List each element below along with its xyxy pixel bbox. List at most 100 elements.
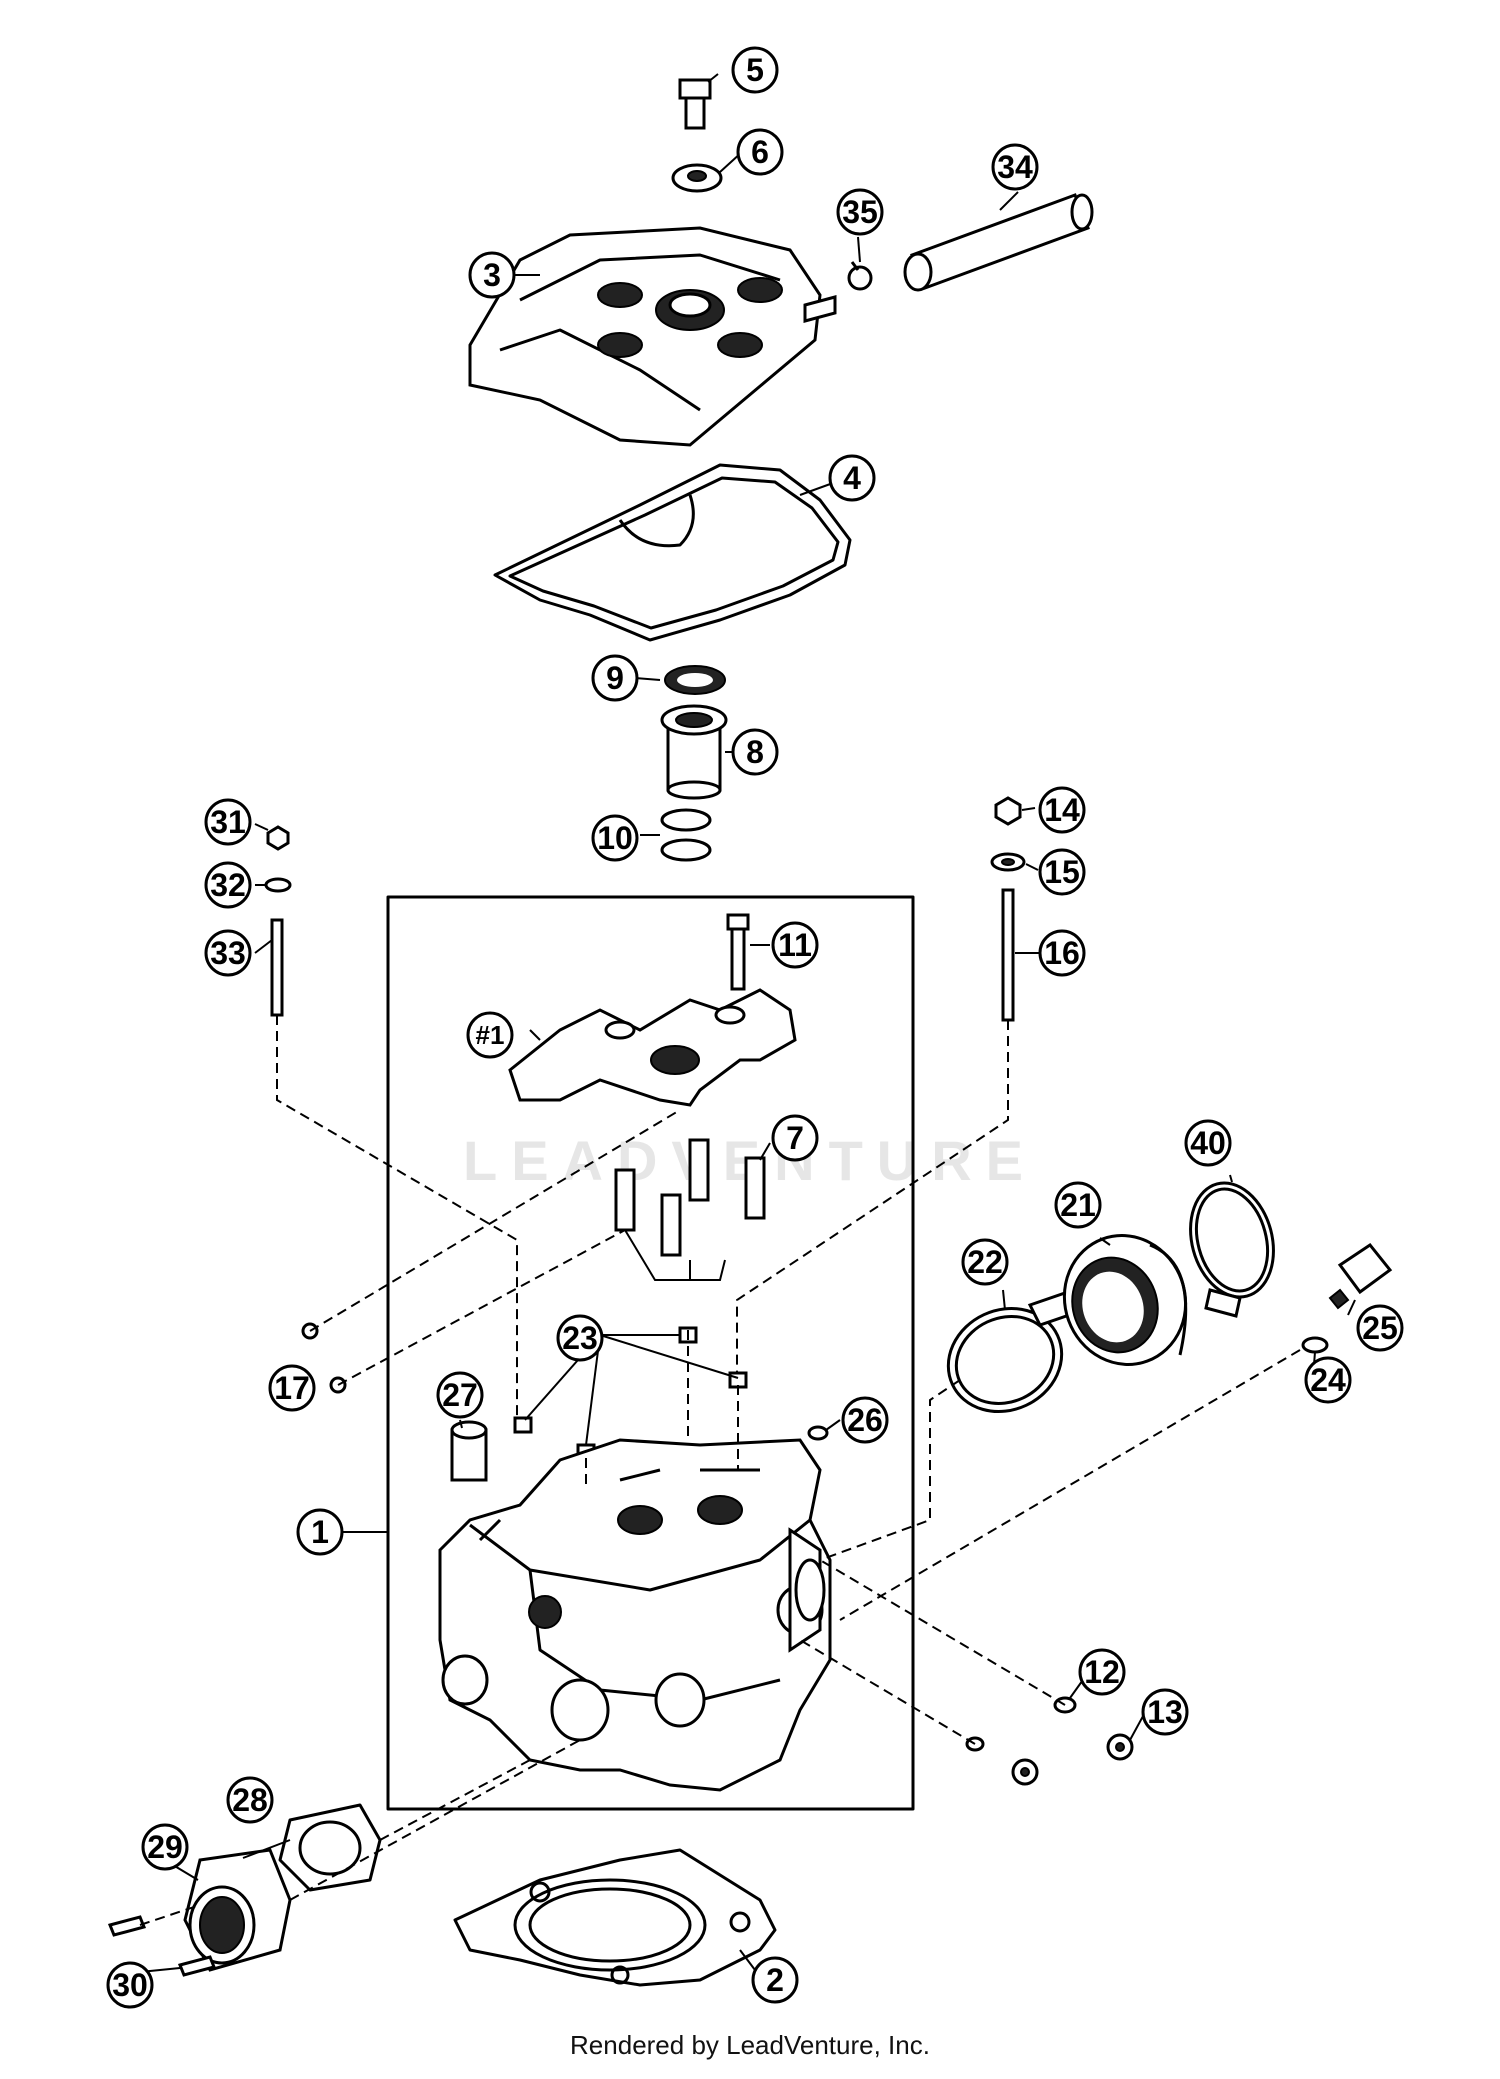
- svg-text:26: 26: [847, 1402, 883, 1438]
- callout-14: 14: [1038, 786, 1086, 834]
- svg-text:#1: #1: [476, 1020, 505, 1050]
- svg-text:23: 23: [562, 1320, 598, 1356]
- part-30-bolts[interactable]: [107, 1915, 217, 1977]
- part-22-hose-clamp[interactable]: [931, 1290, 1078, 1430]
- callout-5: 5: [731, 46, 779, 94]
- callout-hash1: #1: [466, 1011, 514, 1059]
- callout-17: 17: [268, 1364, 316, 1412]
- part-28-exhaust-gasket[interactable]: [278, 1803, 382, 1892]
- svg-text:40: 40: [1190, 1125, 1226, 1161]
- part-14-nut[interactable]: [994, 796, 1022, 826]
- svg-text:33: 33: [210, 935, 246, 971]
- svg-text:28: 28: [232, 1782, 268, 1818]
- svg-text:22: 22: [967, 1244, 1003, 1280]
- part-29-exhaust-flange[interactable]: [183, 1848, 292, 1972]
- svg-text:32: 32: [210, 867, 246, 903]
- part-5-bolt[interactable]: [678, 78, 712, 130]
- svg-text:31: 31: [210, 804, 246, 840]
- callout-21: 21: [1054, 1181, 1102, 1229]
- callout-3: 3: [468, 251, 516, 299]
- svg-text:13: 13: [1147, 1694, 1183, 1730]
- part-32-washer[interactable]: [264, 877, 292, 893]
- callout-12: 12: [1078, 1648, 1126, 1696]
- part-1-cylinder-head[interactable]: [438, 1438, 832, 1792]
- svg-text:29: 29: [147, 1829, 183, 1865]
- svg-text:25: 25: [1362, 1310, 1398, 1346]
- part-24-washer[interactable]: [1301, 1336, 1329, 1354]
- callout-22: 22: [961, 1238, 1009, 1286]
- callout-11: 11: [771, 921, 819, 969]
- svg-text:17: 17: [274, 1370, 310, 1406]
- callout-32: 32: [204, 861, 252, 909]
- cylinder-head-group-box: [386, 895, 915, 1811]
- callout-24: 24: [1304, 1356, 1352, 1404]
- callout-8: 8: [731, 728, 779, 776]
- svg-text:21: 21: [1060, 1187, 1096, 1223]
- callout-31: 31: [204, 798, 252, 846]
- part-8-spark-plug-tube[interactable]: [660, 704, 728, 800]
- svg-text:10: 10: [597, 820, 633, 856]
- svg-text:2: 2: [766, 1962, 784, 1998]
- svg-text:4: 4: [843, 460, 861, 496]
- part-13-nuts[interactable]: [965, 1733, 1134, 1786]
- callout-6: 6: [736, 128, 784, 176]
- callout-26: 26: [841, 1396, 889, 1444]
- callout-27: 27: [436, 1371, 484, 1419]
- callout-33: 33: [204, 929, 252, 977]
- callout-1: 1: [296, 1508, 344, 1556]
- callout-13: 13: [1141, 1688, 1189, 1736]
- part-16-stud[interactable]: [1001, 888, 1015, 1022]
- part-9-o-ring[interactable]: [664, 665, 726, 695]
- callout-15: 15: [1038, 848, 1086, 896]
- svg-text:12: 12: [1084, 1654, 1120, 1690]
- callout-34: 34: [991, 143, 1039, 191]
- assembly-lines: [139, 1015, 1301, 1926]
- svg-text:3: 3: [483, 257, 501, 293]
- part-11-bolt[interactable]: [726, 913, 750, 991]
- part-15-washer[interactable]: [990, 852, 1026, 872]
- callout-30: 30: [106, 1961, 154, 2009]
- part-21-intake-boot[interactable]: [1046, 1218, 1203, 1381]
- part-26-plug[interactable]: [807, 1425, 829, 1441]
- callout-29: 29: [141, 1823, 189, 1871]
- callout-4: 4: [828, 454, 876, 502]
- svg-text:6: 6: [751, 134, 769, 170]
- part-40-hose-clamp[interactable]: [1178, 1174, 1285, 1318]
- callout-23: 23: [556, 1314, 604, 1362]
- part-35-hose-clamp[interactable]: [847, 261, 873, 291]
- part-25-temperature-sensor[interactable]: [1328, 1242, 1393, 1310]
- part-hash1-camshaft-carrier[interactable]: [508, 988, 797, 1107]
- callout-2: 2: [751, 1956, 799, 2004]
- svg-text:5: 5: [746, 52, 764, 88]
- part-7-valve-guides[interactable]: [614, 1138, 766, 1281]
- callout-16: 16: [1038, 929, 1086, 977]
- callout-25: 25: [1356, 1304, 1404, 1352]
- svg-text:11: 11: [778, 927, 812, 963]
- svg-text:14: 14: [1044, 792, 1080, 828]
- svg-text:9: 9: [606, 660, 624, 696]
- callout-7: 7: [771, 1114, 819, 1162]
- part-3-valve-cover[interactable]: [468, 226, 837, 447]
- part-31-nut[interactable]: [266, 825, 290, 851]
- callout-10: 10: [591, 814, 639, 862]
- part-4-valve-cover-gasket[interactable]: [493, 463, 852, 642]
- callout-28: 28: [226, 1776, 274, 1824]
- svg-text:1: 1: [311, 1514, 329, 1550]
- part-27-plug[interactable]: [450, 1420, 488, 1482]
- part-2-head-gasket[interactable]: [453, 1848, 777, 1987]
- svg-text:24: 24: [1310, 1362, 1346, 1398]
- part-34-breather-hose[interactable]: [903, 193, 1094, 292]
- callout-40: 40: [1184, 1119, 1232, 1167]
- svg-text:30: 30: [112, 1967, 148, 2003]
- svg-text:27: 27: [442, 1377, 478, 1413]
- callout-35: 35: [836, 188, 884, 236]
- svg-text:7: 7: [786, 1120, 804, 1156]
- part-6-washer[interactable]: [671, 163, 723, 193]
- callout-9: 9: [591, 654, 639, 702]
- svg-text:15: 15: [1044, 854, 1080, 890]
- part-33-stud[interactable]: [270, 918, 284, 1017]
- svg-text:8: 8: [746, 734, 764, 770]
- svg-text:34: 34: [997, 149, 1033, 185]
- svg-text:16: 16: [1044, 935, 1080, 971]
- part-10-o-rings[interactable]: [660, 808, 712, 862]
